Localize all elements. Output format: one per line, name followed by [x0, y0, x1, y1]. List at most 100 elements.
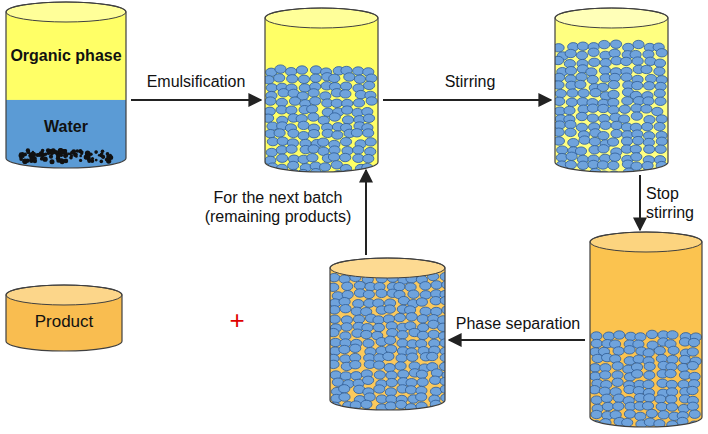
droplet: [298, 132, 309, 140]
droplet: [417, 378, 428, 386]
droplet: [621, 137, 632, 145]
droplet: [587, 104, 598, 112]
container-cylinder: [265, 8, 378, 172]
droplet: [428, 412, 439, 420]
phase-name: Water: [6, 117, 126, 136]
droplet: [296, 66, 307, 74]
droplet: [608, 106, 619, 114]
droplet: [667, 331, 678, 339]
droplet: [353, 154, 364, 162]
droplet: [555, 89, 566, 97]
droplet: [644, 82, 655, 90]
process-arrow: [131, 99, 261, 101]
step-label: Stop stirring: [646, 184, 704, 222]
droplet: [351, 372, 362, 380]
solid-particle: [41, 158, 44, 161]
droplet: [329, 315, 340, 323]
droplet: [590, 89, 601, 97]
droplet: [427, 352, 438, 360]
droplet: [440, 385, 451, 393]
droplet: [632, 81, 643, 89]
liquid: [589, 232, 702, 429]
droplet: [317, 172, 328, 180]
droplet: [576, 73, 587, 81]
droplet: [622, 418, 633, 426]
droplet: [416, 370, 427, 378]
droplet: [340, 355, 351, 363]
droplet: [351, 129, 362, 137]
droplet: [565, 67, 576, 75]
droplet: [568, 139, 579, 147]
droplet: [344, 73, 355, 81]
droplet: [353, 67, 364, 75]
droplet: [612, 378, 623, 386]
droplet: [575, 147, 586, 155]
droplet: [442, 306, 453, 314]
droplet: [567, 171, 578, 179]
droplet: [608, 138, 619, 146]
droplet: [591, 410, 602, 418]
droplet: [644, 394, 655, 402]
droplet: [619, 105, 630, 113]
droplet: [590, 168, 601, 176]
droplet: [599, 40, 610, 48]
process-arrow: [383, 99, 551, 101]
droplet: [442, 281, 453, 289]
droplet: [631, 153, 642, 161]
droplet: [397, 339, 408, 347]
droplet: [329, 113, 340, 121]
solid-particle: [56, 154, 61, 159]
droplet: [598, 104, 609, 112]
droplet: [420, 282, 431, 290]
droplet: [342, 106, 353, 114]
droplet: [624, 346, 635, 354]
droplet: [361, 400, 372, 408]
droplet: [611, 40, 622, 48]
droplet: [576, 123, 587, 131]
liquid: [328, 258, 454, 420]
droplet: [396, 410, 407, 418]
droplet: [275, 65, 286, 73]
solid-particle: [43, 157, 48, 162]
droplet: [353, 146, 364, 154]
solid-particle: [86, 154, 90, 158]
droplet: [644, 145, 655, 153]
droplet: [688, 338, 699, 346]
droplet: [289, 97, 300, 105]
solid-particle: [27, 151, 30, 154]
solid-particle: [95, 159, 98, 162]
droplet: [330, 338, 341, 346]
droplet: [395, 362, 406, 370]
droplet: [340, 90, 351, 98]
droplet: [611, 129, 622, 137]
container-cylinder: [6, 2, 126, 168]
droplet: [341, 82, 352, 90]
solid-particle: [87, 159, 91, 163]
solid-particle: [41, 149, 45, 153]
droplet: [565, 128, 576, 136]
droplet: [591, 396, 602, 404]
droplet: [634, 171, 645, 179]
droplet: [286, 145, 297, 153]
cylinder-outline: [555, 8, 668, 172]
droplet: [342, 116, 353, 124]
droplet: [654, 59, 665, 67]
droplet: [375, 412, 386, 420]
droplet: [417, 331, 428, 339]
droplet: [643, 97, 654, 105]
liquid: [553, 8, 669, 179]
droplet: [609, 153, 620, 161]
droplet: [396, 354, 407, 362]
droplet: [339, 393, 350, 401]
droplet: [430, 376, 441, 384]
droplet: [353, 300, 364, 308]
droplet: [416, 402, 427, 410]
phase-band: Water: [6, 104, 126, 148]
droplet: [310, 74, 321, 82]
plus-sign: +: [222, 305, 252, 335]
droplet: [614, 331, 625, 339]
droplet: [654, 67, 665, 75]
solid-particle: [70, 151, 74, 155]
droplet: [366, 170, 377, 178]
solid-particle: [95, 151, 98, 154]
